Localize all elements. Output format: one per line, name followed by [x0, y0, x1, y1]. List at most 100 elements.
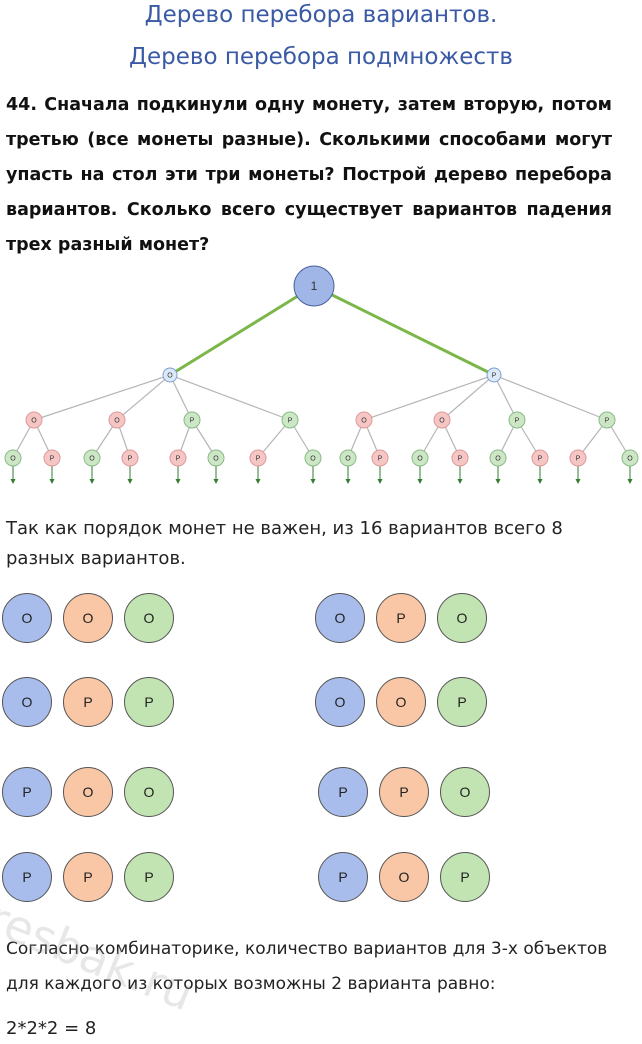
tree-edge — [363, 374, 495, 421]
tree-node-circle — [108, 411, 126, 429]
tree-node-circle — [339, 449, 357, 467]
tree-node-label: Р — [515, 417, 520, 424]
tree-arrow-head — [377, 479, 383, 484]
coin-circle: P — [63, 852, 113, 902]
coin-circle: P — [2, 767, 52, 817]
tree-arrow-head — [575, 479, 581, 484]
problem-number: 44. — [6, 95, 38, 115]
tree-node-label: Р — [288, 417, 293, 424]
tree-level3-node: Р — [249, 449, 267, 467]
coin-circle: O — [2, 677, 52, 727]
tree-node-label: Р — [128, 455, 133, 462]
coin-circle: P — [437, 677, 487, 727]
tree-level3-node: О — [339, 449, 357, 467]
tree-arrow-head — [127, 479, 133, 484]
coin-circle: P — [318, 852, 368, 902]
tree-arrow-head — [457, 479, 463, 484]
tree-level3-node: О — [411, 449, 429, 467]
tree-level3-node: Р — [43, 449, 61, 467]
tree-node-label: О — [361, 417, 367, 424]
tree-node-circle — [569, 449, 587, 467]
tree-arrow-head — [627, 479, 633, 484]
coin-circle: O — [124, 593, 174, 643]
tree-node-circle — [25, 411, 43, 429]
tree-edge — [313, 284, 495, 377]
coin-circle: O — [2, 593, 52, 643]
tree-arrow-head — [495, 479, 501, 484]
problem-text: Сначала подкинули одну монету, затем вто… — [6, 95, 612, 255]
tree-arrow-head — [175, 479, 181, 484]
tree-arrow-head — [417, 479, 423, 484]
tree-arrow-head — [310, 479, 316, 484]
coin-circle: O — [437, 593, 487, 643]
tree-node-label: Р — [458, 455, 463, 462]
tree-node-circle — [293, 265, 335, 307]
coin-circle: O — [315, 677, 365, 727]
tree-node-circle — [4, 449, 22, 467]
tree-level3-node: О — [489, 449, 507, 467]
tree-node-label: Р — [190, 417, 195, 424]
tree-node-label: Р — [50, 455, 55, 462]
tree-node-label: Р — [378, 455, 383, 462]
tree-level3-node: Р — [121, 449, 139, 467]
tree-node-label: Р — [256, 455, 261, 462]
tree-edge — [441, 374, 495, 421]
tree-node-circle — [508, 411, 526, 429]
tree-node-label: О — [495, 455, 501, 462]
tree-node-circle — [249, 449, 267, 467]
tree-node-label: 1 — [311, 279, 318, 293]
tree-node-circle — [489, 449, 507, 467]
tree-node-circle — [83, 449, 101, 467]
tree-node-circle — [169, 449, 187, 467]
tree-node-circle — [281, 411, 299, 429]
tree-level3-node: Р — [531, 449, 549, 467]
coin-circle: P — [318, 767, 368, 817]
tree-arrow-head — [537, 479, 543, 484]
coin-circle: P — [124, 677, 174, 727]
tree-node-circle — [621, 449, 639, 467]
tree-level3-node: О — [4, 449, 22, 467]
tree-node-label: О — [10, 455, 16, 462]
tree-level2-node: Р — [598, 411, 616, 429]
coin-circle: O — [63, 593, 113, 643]
coin-circle: P — [63, 677, 113, 727]
tree-level3-node: О — [621, 449, 639, 467]
coin-circle: P — [2, 852, 52, 902]
tree-node-circle — [355, 411, 373, 429]
tree-edge — [116, 374, 171, 421]
coin-circle: P — [379, 767, 429, 817]
coin-circle: O — [124, 767, 174, 817]
tree-arrow-head — [89, 479, 95, 484]
tree-node-label: Р — [492, 372, 497, 379]
tree-level2-node: О — [25, 411, 43, 429]
coin-circle: O — [63, 767, 113, 817]
tree-node-label: О — [417, 455, 423, 462]
tree-node-circle — [207, 449, 225, 467]
coin-circle: O — [315, 593, 365, 643]
tree-node-circle — [531, 449, 549, 467]
tree-node-label: Р — [176, 455, 181, 462]
tree-node-label: О — [167, 372, 173, 379]
tree-node-circle — [183, 411, 201, 429]
tree-level3-node: О — [207, 449, 225, 467]
tree-node-circle — [486, 367, 502, 383]
tree-level1-node: О — [162, 367, 178, 383]
tree-level2-node: Р — [281, 411, 299, 429]
tree-level3-node: Р — [569, 449, 587, 467]
tree-edge — [33, 374, 171, 421]
tree-node-label: О — [213, 455, 219, 462]
coin-circle: P — [376, 593, 426, 643]
tree-level2-node: Р — [183, 411, 201, 429]
tree-node-label: О — [345, 455, 351, 462]
coin-circle: O — [379, 852, 429, 902]
tree-level3-node: О — [304, 449, 322, 467]
tree-node-circle — [43, 449, 61, 467]
